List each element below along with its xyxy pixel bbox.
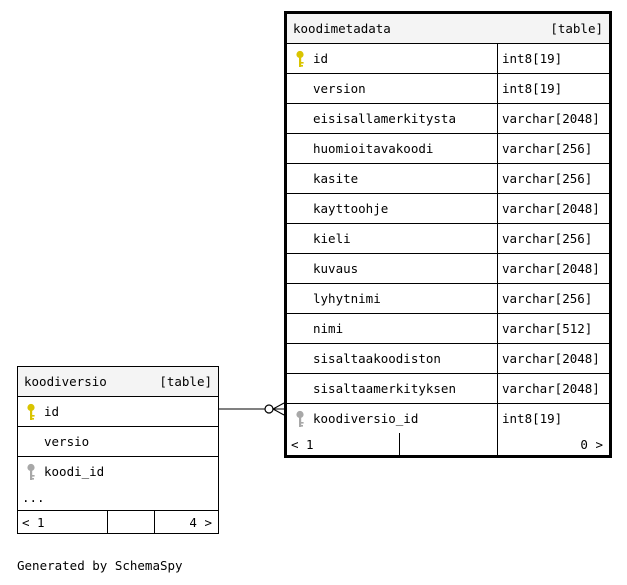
table-name: koodiversio xyxy=(24,374,107,389)
table-header: koodiversio [table] xyxy=(18,367,218,397)
column-name: sisaltaakoodiston xyxy=(313,351,441,366)
child-count[interactable]: 4 > xyxy=(189,514,212,530)
column-type: varchar[256] xyxy=(497,164,592,193)
column-name: kasite xyxy=(313,171,359,186)
column-name: kuvaus xyxy=(313,261,359,276)
table-footer: < 1 4 > xyxy=(18,511,218,533)
column-row[interactable]: id int8[19] xyxy=(287,44,609,74)
column-name: lyhytnimi xyxy=(313,291,381,306)
column-type: int8[19] xyxy=(497,74,562,103)
column-row[interactable]: eisisallamerkitysta varchar[2048] xyxy=(287,104,609,134)
zero-optional-marker xyxy=(264,404,274,414)
table-footer: < 1 0 > xyxy=(287,433,609,455)
column-type: varchar[2048] xyxy=(497,194,600,223)
column-row[interactable]: version int8[19] xyxy=(287,74,609,104)
column-name: id xyxy=(313,51,329,66)
koodimetadata-table[interactable]: koodimetadata [table] id int8[19] version i… xyxy=(284,11,612,458)
column-row[interactable]: lyhytnimi varchar[256] xyxy=(287,284,609,314)
parent-count[interactable]: < 1 xyxy=(22,514,45,530)
column-name: eisisallamerkitysta xyxy=(313,111,456,126)
column-type: varchar[2048] xyxy=(497,104,600,133)
column-name: nimi xyxy=(313,321,344,336)
parent-count[interactable]: < 1 xyxy=(291,436,314,452)
table-kind: [table] xyxy=(550,21,603,36)
koodiversio-table[interactable]: koodiversio [table] id versio koodi_id ...… xyxy=(17,366,219,534)
column-type: varchar[2048] xyxy=(497,344,600,373)
column-name: koodiversio_id xyxy=(313,411,419,426)
column-type: int8[19] xyxy=(497,404,562,433)
more-columns: ... xyxy=(18,486,218,511)
column-row[interactable]: nimi varchar[512] xyxy=(287,314,609,344)
column-name: kieli xyxy=(313,231,351,246)
column-row[interactable]: sisaltaakoodiston varchar[2048] xyxy=(287,344,609,374)
column-type: int8[19] xyxy=(497,44,562,73)
column-row[interactable]: kayttoohje varchar[2048] xyxy=(287,194,609,224)
primary-key-icon xyxy=(27,403,35,420)
column-name: koodi_id xyxy=(44,464,105,479)
column-name: sisaltaamerkityksen xyxy=(313,381,456,396)
child-count[interactable]: 0 > xyxy=(580,436,603,452)
column-row[interactable]: huomioitavakoodi varchar[256] xyxy=(287,134,609,164)
column-row[interactable]: sisaltaamerkityksen varchar[2048] xyxy=(287,374,609,404)
crows-foot-marker xyxy=(272,402,285,410)
column-name: versio xyxy=(44,434,90,449)
table-kind: [table] xyxy=(159,374,212,389)
column-row[interactable]: kieli varchar[256] xyxy=(287,224,609,254)
column-row[interactable]: versio xyxy=(18,427,218,457)
column-type: varchar[2048] xyxy=(497,374,600,403)
column-name: kayttoohje xyxy=(313,201,389,216)
column-type: varchar[256] xyxy=(497,284,592,313)
column-row[interactable]: koodi_id xyxy=(18,457,218,486)
table-name: koodimetadata xyxy=(293,21,391,36)
column-row[interactable]: kuvaus varchar[2048] xyxy=(287,254,609,284)
table-header: koodimetadata [table] xyxy=(287,14,609,44)
primary-key-icon xyxy=(296,50,304,67)
foreign-key-icon xyxy=(296,410,304,427)
column-type: varchar[512] xyxy=(497,314,592,343)
column-name: version xyxy=(313,81,366,96)
column-type: varchar[256] xyxy=(497,224,592,253)
column-row[interactable]: kasite varchar[256] xyxy=(287,164,609,194)
column-row[interactable]: koodiversio_id int8[19] xyxy=(287,404,609,433)
column-name: id xyxy=(44,404,60,419)
column-row[interactable]: id xyxy=(18,397,218,427)
foreign-key-icon xyxy=(27,463,35,480)
column-name: huomioitavakoodi xyxy=(313,141,434,156)
more-columns-ellipsis: ... xyxy=(22,490,45,505)
generated-by-credit: Generated by SchemaSpy xyxy=(17,558,183,573)
column-type: varchar[256] xyxy=(497,134,592,163)
column-type: varchar[2048] xyxy=(497,254,600,283)
